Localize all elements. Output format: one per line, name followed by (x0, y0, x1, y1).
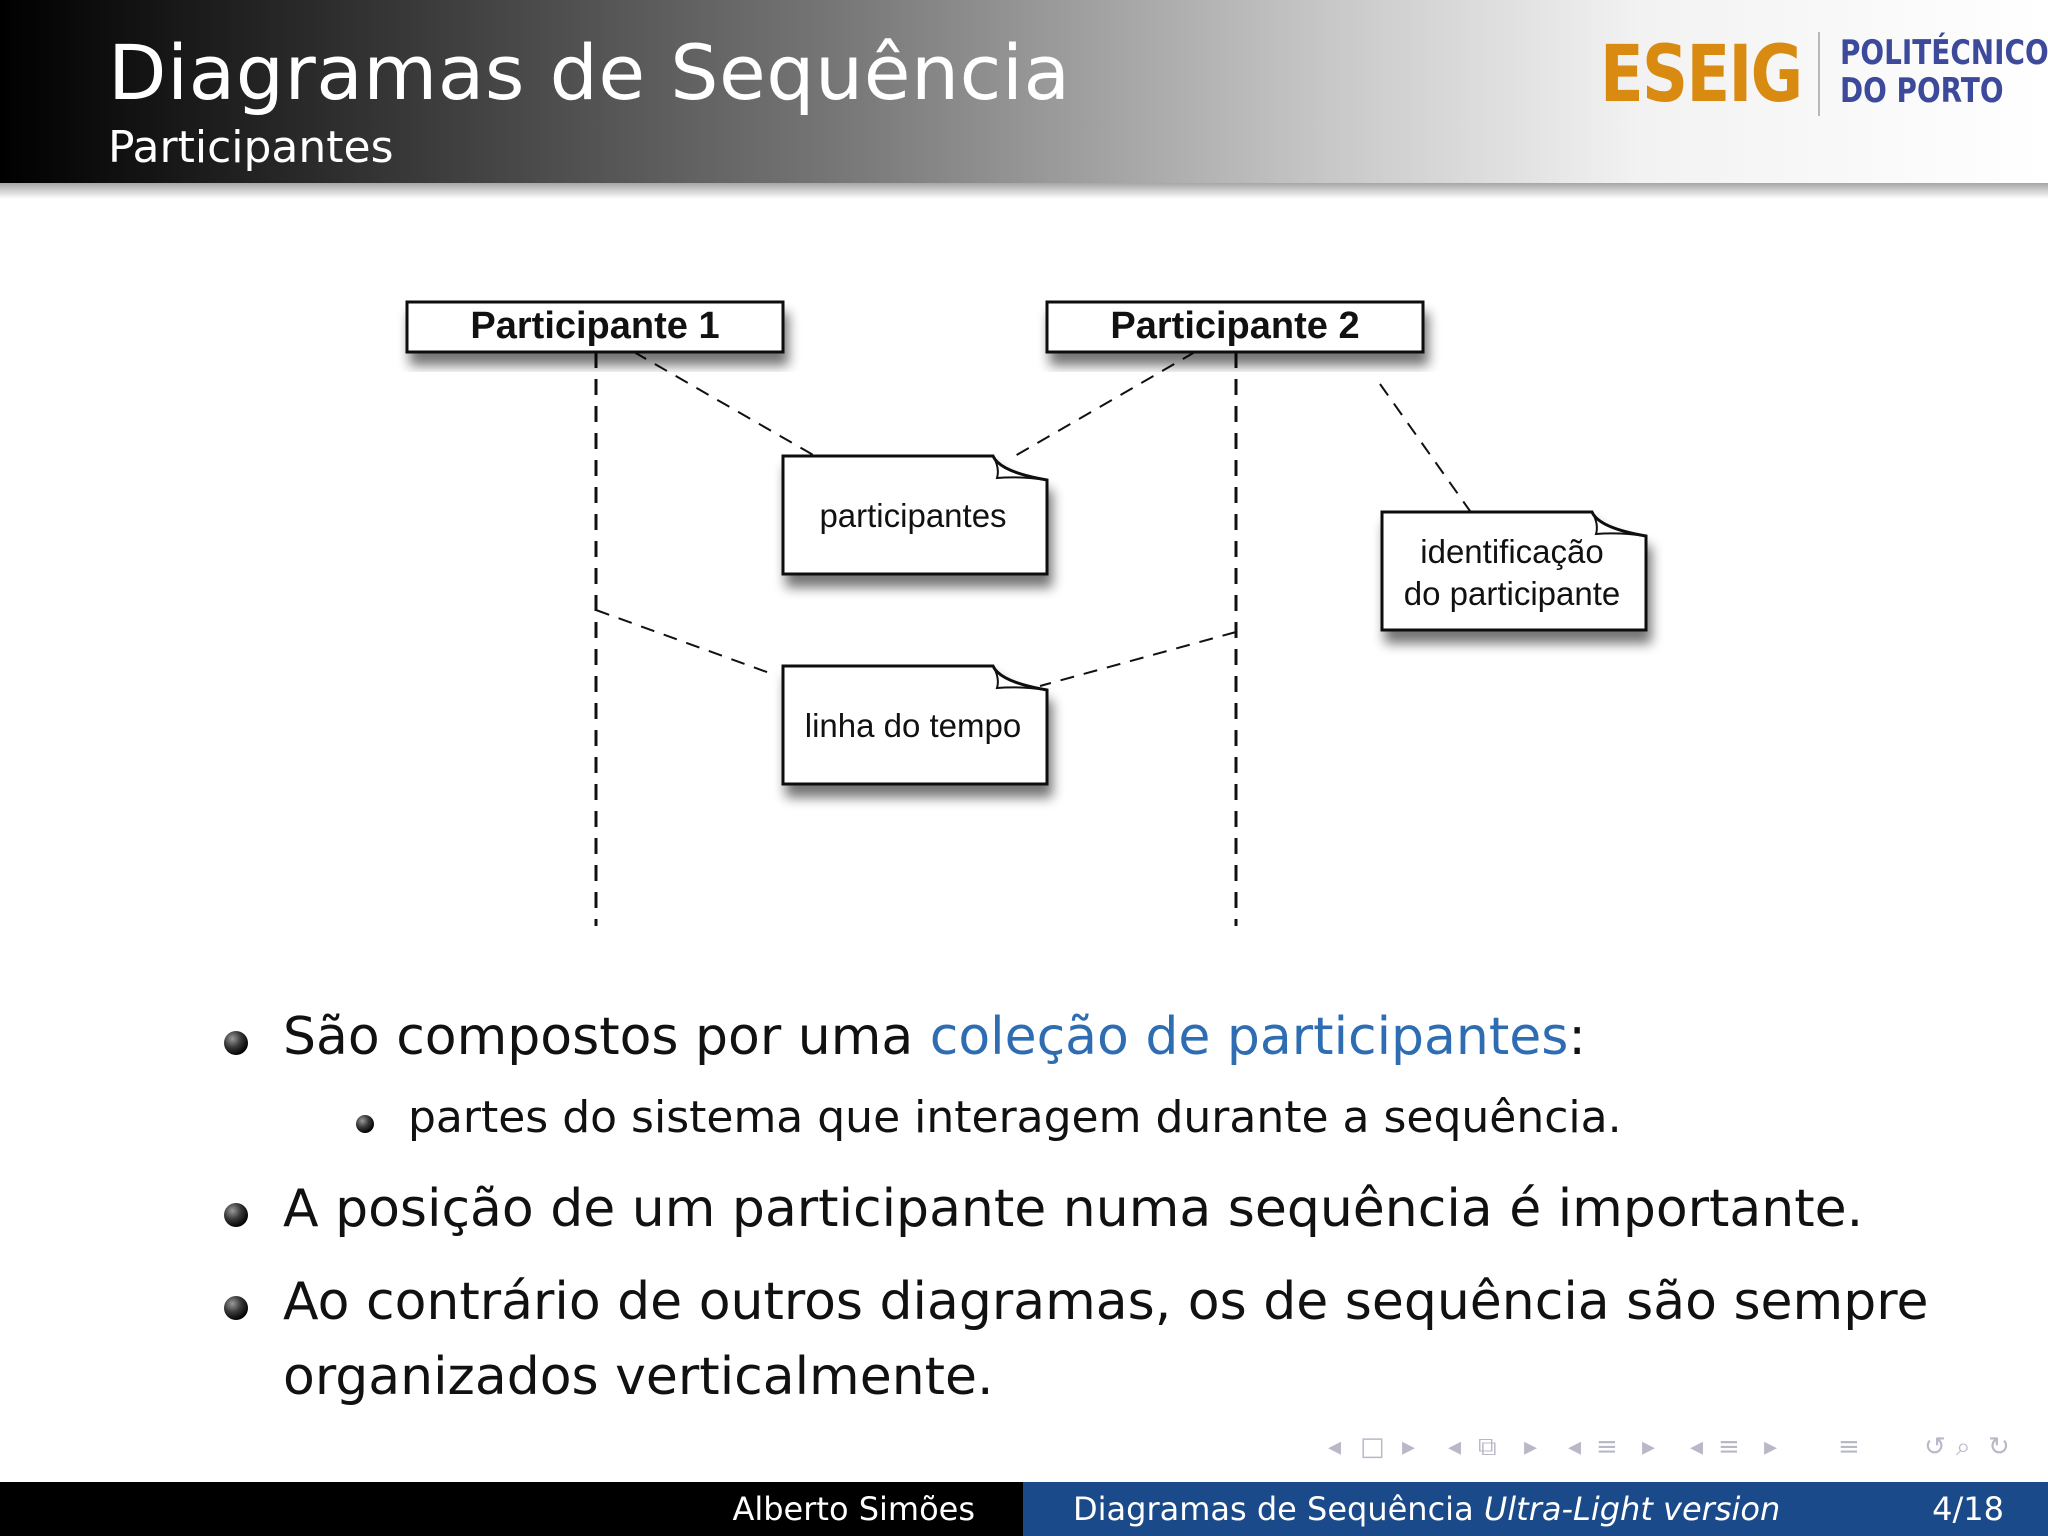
sequence-diagram: Participante 1 Participante 2 participan… (405, 300, 1648, 926)
undo-icon[interactable]: ↺ (1924, 1432, 1946, 1462)
note-timeline-label: linha do tempo (805, 707, 1021, 744)
logo-text-line1: POLITÉCNICO (1840, 33, 2048, 73)
bullet-1-suffix: : (1568, 1007, 1586, 1067)
bullet-1-prefix: São compostos por uma (283, 1007, 930, 1067)
footer-title: Diagramas de Sequência Ultra-Light versi… (1073, 1490, 1780, 1528)
sub-bullet-icon (356, 1115, 374, 1133)
note-participants (781, 454, 1049, 576)
note-timeline (781, 664, 1049, 786)
next-section-icon[interactable]: ▸ (1764, 1432, 1778, 1462)
header-bar: Diagramas de Sequência Participantes ESE… (0, 0, 2048, 183)
bullet-1-highlight: coleção de participantes (929, 1007, 1569, 1067)
next-slide-icon[interactable]: ▸ (1524, 1432, 1538, 1462)
note-identification (1380, 510, 1648, 632)
prev-subsection-icon[interactable]: ◂ (1568, 1432, 1582, 1462)
bullet-icon (224, 1031, 248, 1055)
redo-icon[interactable]: ↻ (1988, 1432, 2010, 1462)
bullet-3-line1: Ao contrário de outros diagramas, os de … (283, 1272, 1929, 1332)
prev-section-icon[interactable]: ◂ (1690, 1432, 1704, 1462)
logo-text-line2: DO PORTO (1840, 71, 2004, 111)
note-identification-line1: identificação (1420, 533, 1603, 570)
connector-timeline-2 (1039, 631, 1237, 687)
toc-icon[interactable]: ≡ (1838, 1432, 1860, 1462)
participant-label-2: Participante 2 (1110, 305, 1359, 347)
search-icon[interactable]: ⌕ (1956, 1432, 1971, 1462)
connector-participants-1 (633, 351, 816, 457)
bullet-3-line2: organizados verticalmente. (283, 1347, 994, 1407)
next-frame-icon[interactable]: ▸ (1402, 1432, 1416, 1462)
footer-author: Alberto Simões (732, 1490, 975, 1528)
footer-title-main: Diagramas de Sequência (1073, 1490, 1474, 1528)
footer-title-bar: Diagramas de Sequência Ultra-Light versi… (1023, 1482, 2048, 1536)
note-participants-label: participantes (819, 497, 1006, 534)
bullet-icon (224, 1203, 248, 1227)
bullet-1: São compostos por uma coleção de partici… (283, 1007, 1586, 1067)
note-identification-line2: do participante (1404, 575, 1620, 612)
bullet-2: A posição de um participante numa sequên… (283, 1179, 1864, 1239)
connector-identification (1379, 383, 1471, 512)
next-subsection-icon[interactable]: ▸ (1642, 1432, 1656, 1462)
connector-participants-2 (1007, 351, 1196, 461)
slide-subtitle: Participantes (108, 122, 394, 173)
participant-box-2 (1045, 300, 1425, 354)
section-icon[interactable]: ≡ (1718, 1432, 1740, 1462)
prev-frame-icon[interactable]: ◂ (1328, 1432, 1342, 1462)
subsection-icon[interactable]: ≡ (1596, 1432, 1618, 1462)
slide-icon[interactable]: ⧉ (1478, 1432, 1497, 1462)
institution-logo: ESEIG POLITÉCNICO DO PORTO (1600, 28, 2048, 120)
slide-title: Diagramas de Sequência (108, 28, 1071, 117)
header-shadow (0, 183, 2048, 199)
participant-box-1 (405, 300, 785, 354)
bullet-1-sub: partes do sistema que interagem durante … (408, 1092, 1622, 1143)
connector-timeline-1 (595, 609, 776, 676)
frame-icon[interactable]: □ (1360, 1432, 1385, 1462)
footer-title-italic: Ultra-Light version (1483, 1490, 1781, 1528)
footer-page-number: 4/18 (1932, 1490, 2004, 1528)
logo-text: POLITÉCNICO DO PORTO (1840, 34, 2048, 110)
logo-divider (1818, 32, 1820, 116)
participant-label-1: Participante 1 (470, 305, 719, 347)
footer-author-bar: Alberto Simões (0, 1482, 1023, 1536)
prev-slide-icon[interactable]: ◂ (1448, 1432, 1462, 1462)
bullet-icon (224, 1296, 248, 1320)
logo-mark: ESEIG (1600, 30, 1803, 120)
beamer-navigation: ◂ □ ▸ ◂ ⧉ ▸ ◂ ≡ ▸ ◂ ≡ ▸ ≡ ↺ ⌕ ↻ (1320, 1432, 2040, 1468)
